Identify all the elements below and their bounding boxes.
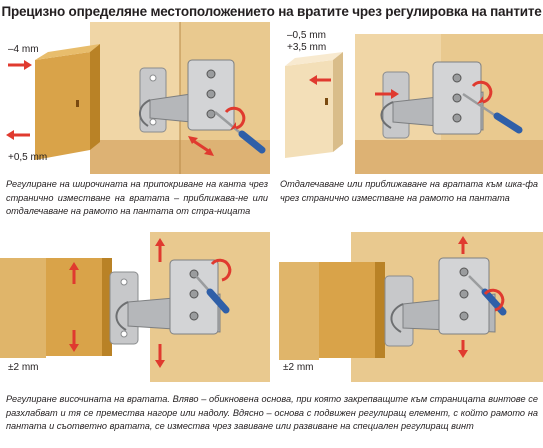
panel-height-standard: ±2 mm bbox=[0, 232, 270, 382]
door bbox=[35, 52, 90, 160]
rotate-arrow-icon bbox=[471, 80, 493, 104]
arrow-right-icon bbox=[8, 60, 32, 70]
measurement-label: –4 mm bbox=[8, 44, 39, 55]
screwdriver-icon bbox=[206, 288, 230, 314]
rotate-arrow-icon bbox=[224, 106, 246, 130]
measurement-label: –0,5 mm bbox=[287, 30, 326, 41]
arrow-diagonal-icon bbox=[188, 136, 214, 156]
arrow-vertical-icon bbox=[69, 262, 79, 352]
measurement-label: +0,5 mm bbox=[8, 152, 48, 163]
measurement-label: ±2 mm bbox=[283, 362, 314, 373]
door bbox=[285, 60, 333, 158]
caption-height-adjustment: Регулиране височината на вратата. Вляво … bbox=[6, 394, 538, 432]
rotate-arrow-icon bbox=[210, 258, 232, 282]
arrow-vertical-icon bbox=[155, 238, 165, 368]
arrow-left-icon bbox=[309, 75, 331, 85]
caption-panel-1: Регулиране на широчината на припокриване… bbox=[6, 179, 268, 217]
arrow-right-icon bbox=[375, 89, 399, 99]
panel-width-overlap: –4 mm +0,5 mm bbox=[0, 22, 270, 174]
screwdriver-shaft bbox=[462, 92, 500, 120]
hinge-illustration-2 bbox=[285, 34, 543, 174]
arrow-vertical-icon bbox=[458, 236, 468, 358]
door bbox=[319, 262, 375, 358]
arrow-left-icon bbox=[6, 130, 30, 140]
rotate-arrow-icon bbox=[483, 288, 505, 312]
page-title: Прецизно определяне местоположението на … bbox=[1, 4, 542, 19]
caption-panel-2: Отдалечаване или приближаване на вратата… bbox=[280, 179, 538, 203]
screwdriver-icon bbox=[238, 130, 266, 154]
measurement-label: ±2 mm bbox=[8, 362, 39, 373]
hinge-illustration-1 bbox=[6, 22, 270, 174]
panel-door-distance: –0,5 mm +3,5 mm bbox=[273, 22, 543, 174]
hinge-illustration-3 bbox=[0, 232, 270, 382]
screwdriver-icon bbox=[493, 112, 523, 134]
measurement-label: +3,5 mm bbox=[287, 42, 327, 53]
panel-height-adjustable: ±2 mm bbox=[273, 232, 543, 382]
hinge-illustration-4 bbox=[279, 232, 543, 382]
